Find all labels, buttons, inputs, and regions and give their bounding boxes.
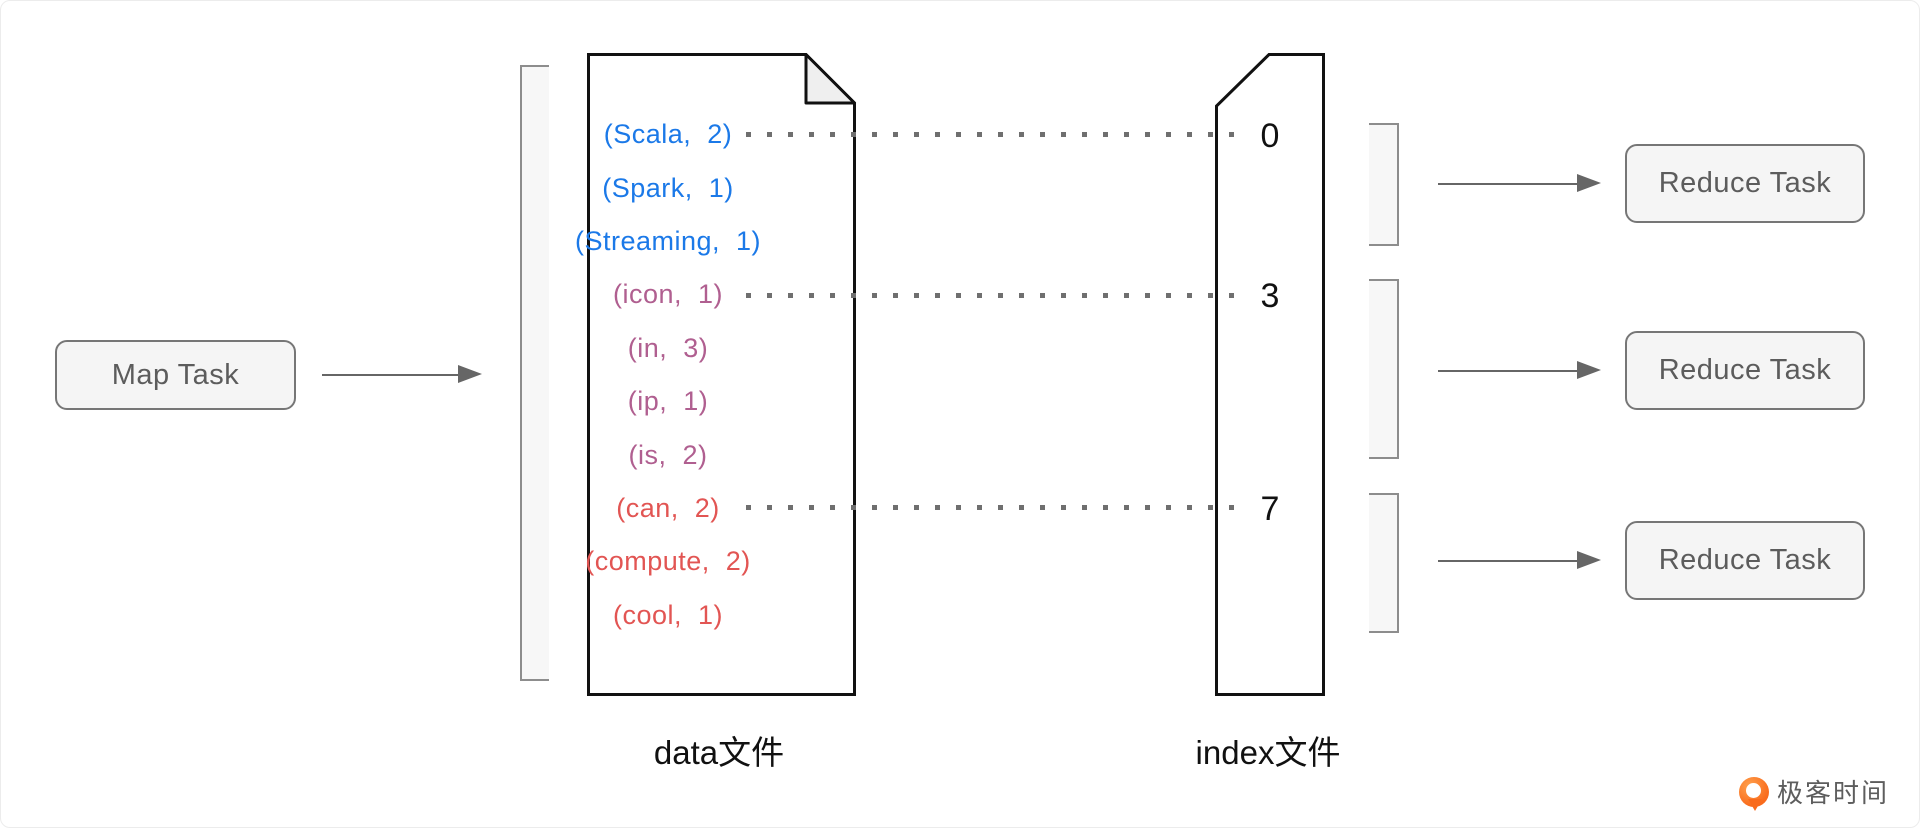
geektime-logo-icon: [1739, 776, 1769, 811]
geektime-logo-text: 极客时间: [1777, 778, 1890, 808]
data-file-caption: data文件: [653, 734, 785, 771]
partition-to-reduce-arrow-1: [1438, 173, 1601, 193]
map-task-box: Map Task: [55, 340, 296, 410]
partition-bracket-2: [1369, 279, 1399, 459]
document-outline: [1215, 53, 1325, 696]
arrow-shaft: [322, 374, 466, 376]
document-outline: [587, 53, 856, 696]
partition-bracket-3: [1369, 493, 1399, 633]
kv-pair-is: (is, 2): [628, 439, 708, 470]
arrow-head-icon: [1577, 551, 1601, 569]
data-file-entries: (Scala, 2) (Spark, 1) (Streaming, 1) (ic…: [468, 108, 868, 642]
data-file-range-bracket: [520, 65, 549, 681]
index-offset-3: 3: [1260, 277, 1280, 315]
kv-pair-scala: (Scala, 2): [603, 119, 733, 150]
arrow-head-icon: [1577, 174, 1601, 192]
logo-hole: [1746, 782, 1761, 798]
kv-pair-ip: (ip, 1): [627, 386, 709, 417]
kv-pair-compute: (compute, 2): [585, 546, 751, 577]
dotted-connector-offset-7: [746, 505, 1242, 510]
map-to-data-arrow: [322, 364, 482, 384]
dotted-connector-offset-0: [746, 132, 1242, 137]
kv-pair-can: (can, 2): [616, 492, 720, 523]
data-file-shape: [587, 53, 856, 696]
kv-pair-streaming: (Streaming, 1): [574, 225, 762, 256]
index-offset-7: 7: [1260, 490, 1280, 528]
index-file-shape: [1215, 53, 1325, 696]
logo-pin-tail: [1748, 798, 1762, 811]
reduce-task-box-1: Reduce Task: [1625, 144, 1865, 223]
kv-pair-icon: (icon, 1): [612, 279, 724, 310]
kv-pair-spark: (Spark, 1): [602, 172, 734, 203]
folded-corner-icon: [804, 53, 856, 105]
reduce-task-box-2: Reduce Task: [1625, 331, 1865, 410]
reduce-task-label: Reduce Task: [1658, 167, 1832, 199]
kv-pair-cool: (cool, 1): [612, 599, 724, 630]
arrow-head-icon: [1577, 361, 1601, 379]
kv-pair-in: (in, 3): [627, 332, 709, 363]
index-file-caption: index文件: [1195, 734, 1341, 771]
reduce-task-label: Reduce Task: [1658, 354, 1832, 386]
arrow-shaft: [1438, 183, 1585, 185]
arrow-shaft: [1438, 370, 1585, 372]
map-task-label: Map Task: [111, 358, 240, 391]
arrow-head-icon: [458, 365, 482, 383]
partition-to-reduce-arrow-3: [1438, 550, 1601, 570]
index-offset-0: 0: [1260, 117, 1280, 155]
partition-bracket-1: [1369, 123, 1399, 246]
geektime-logo: 极客时间: [1739, 773, 1890, 811]
reduce-task-label: Reduce Task: [1658, 544, 1832, 576]
arrow-shaft: [1438, 560, 1585, 562]
reduce-task-box-3: Reduce Task: [1625, 521, 1865, 600]
partition-to-reduce-arrow-2: [1438, 360, 1601, 380]
dotted-connector-offset-3: [746, 293, 1242, 298]
